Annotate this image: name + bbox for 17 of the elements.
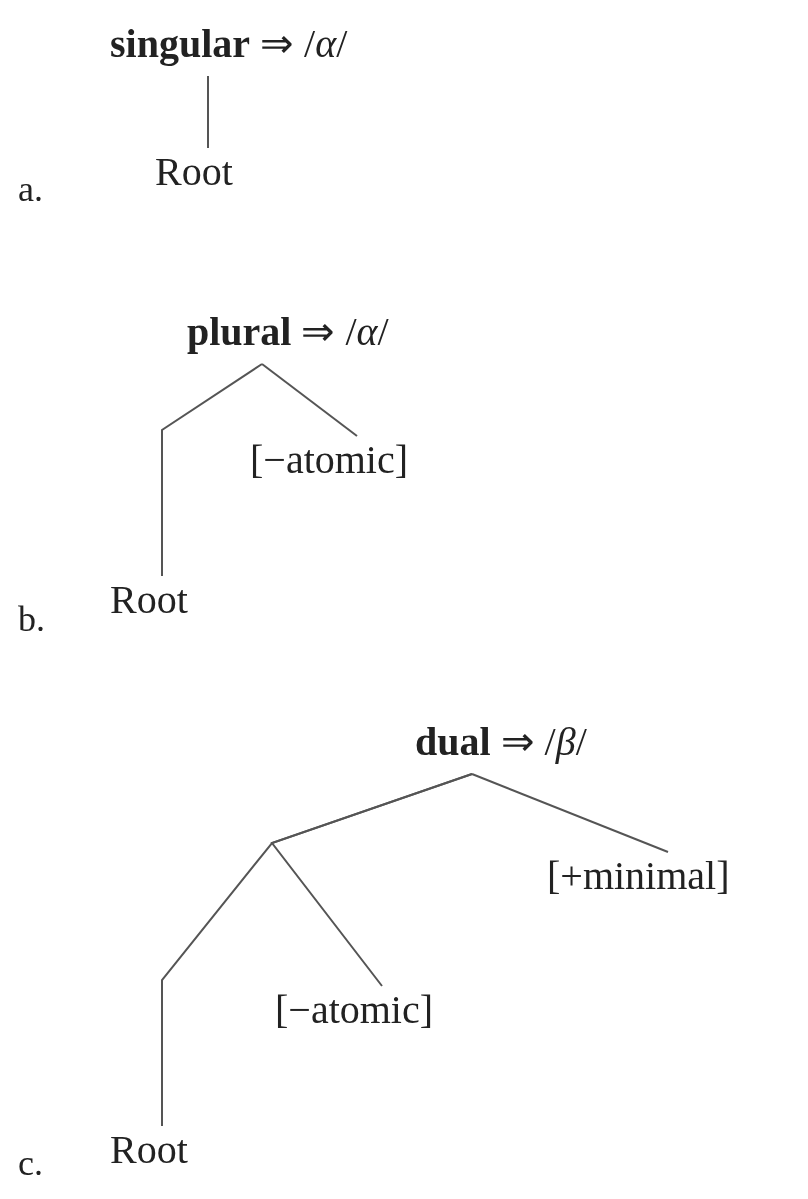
example-letter: b. (18, 600, 45, 640)
tree-node-label: Root (106, 576, 192, 632)
tree-node-label: [+minimal] (543, 852, 734, 908)
example-letter: c. (18, 1144, 43, 1184)
example-letter: a. (18, 170, 43, 210)
tree-node-label: singular ⇒ /α/ (106, 20, 352, 76)
tree-node-label: Root (151, 148, 237, 204)
tree-branch-line (261, 363, 358, 437)
tree-branch-line (471, 773, 669, 853)
tree-node-label: [−atomic] (246, 436, 413, 492)
tree-node-label: [−atomic] (271, 986, 438, 1042)
tree-branch-line (161, 363, 263, 577)
tree-node-label: dual ⇒ /β/ (411, 718, 591, 774)
tree-branch-line (207, 75, 209, 149)
tree-node-label: plural ⇒ /α/ (183, 308, 393, 364)
tree-node-label: Root (106, 1126, 192, 1182)
tree-branch-line (270, 773, 473, 987)
